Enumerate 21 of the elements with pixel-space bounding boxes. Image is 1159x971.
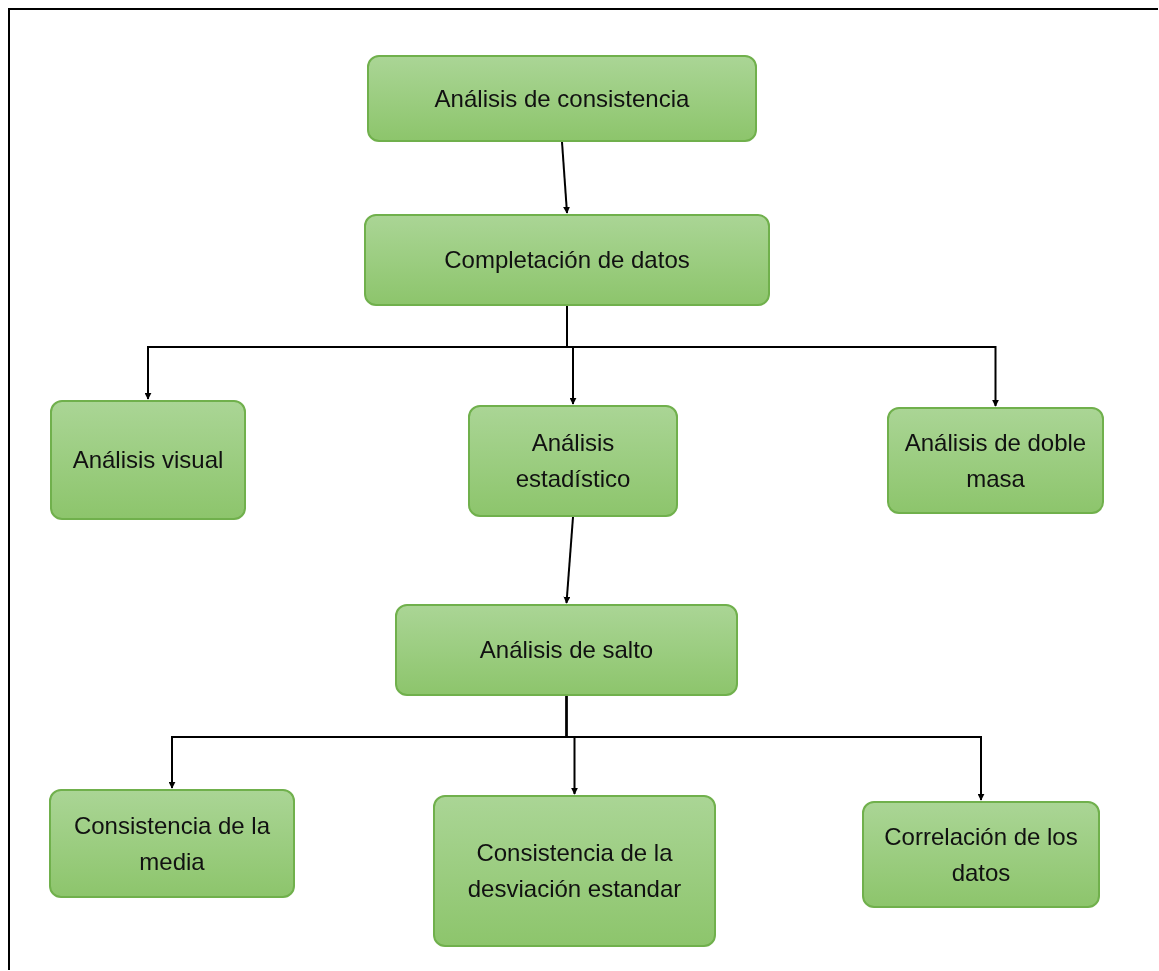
process-box — [50, 400, 246, 520]
box-label: Consistencia de la media — [72, 810, 272, 877]
box-label: Análisis visual — [72, 445, 224, 475]
process-box — [364, 214, 770, 306]
arrow — [565, 695, 985, 801]
process-box — [433, 795, 716, 947]
box-label: Análisis estadístico — [514, 428, 632, 494]
box-label: Análisis de salto — [479, 635, 654, 665]
box-label: Completación de datos — [444, 245, 690, 275]
process-box — [887, 407, 1104, 514]
box-label: Análisis de consistencia — [434, 83, 690, 114]
process-box — [49, 789, 295, 898]
process-box — [862, 801, 1100, 908]
arrow — [563, 516, 574, 604]
process-box — [395, 604, 738, 696]
box-label: Consistencia de la desviación estandar — [466, 838, 683, 904]
box-label: Análisis de doble masa — [903, 427, 1088, 494]
box-label: Correlación de los datos — [883, 821, 1079, 888]
process-box — [468, 405, 678, 517]
arrow — [561, 141, 571, 214]
process-box — [367, 55, 757, 142]
